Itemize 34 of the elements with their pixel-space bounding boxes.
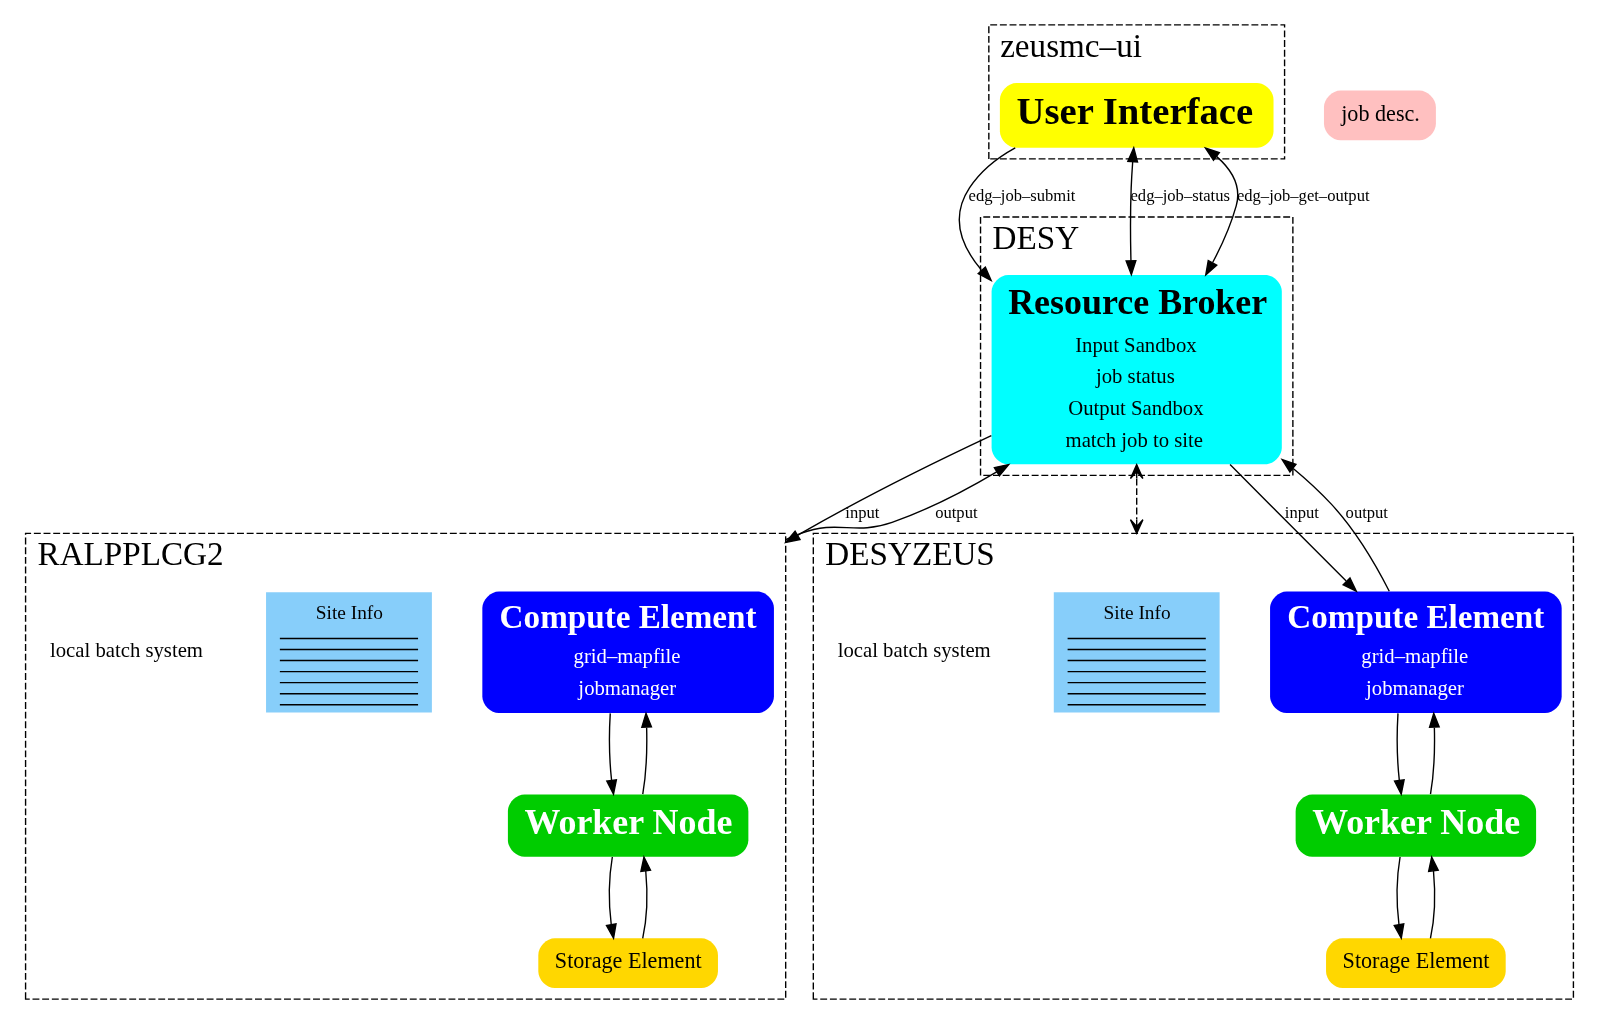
node-box: User Interface xyxy=(999,82,1273,148)
arrow xyxy=(958,147,1016,282)
edge-label: edg–job–submit xyxy=(968,186,1075,206)
arrow xyxy=(640,711,652,795)
node-box: job desc. xyxy=(1323,90,1436,141)
node-box: Resource Broker Input Sandbox job status Output Sandbox match job to site xyxy=(991,275,1282,465)
arrow xyxy=(784,463,1010,541)
arrow xyxy=(1129,463,1144,535)
node-box: Worker Node xyxy=(1295,794,1536,857)
arrow xyxy=(1280,458,1390,592)
edge-label: input xyxy=(844,502,879,522)
arrow xyxy=(1393,712,1405,797)
node-box: Compute Element grid–mapfile jobmanager xyxy=(481,591,774,714)
arrow xyxy=(604,856,617,941)
node-box: Site Info xyxy=(1053,592,1220,713)
edge-label: edg–job–status xyxy=(1130,186,1230,206)
node-box: Worker Node xyxy=(507,794,748,857)
node-box: Compute Element grid–mapfile jobmanager xyxy=(1269,591,1562,714)
edge-label: output xyxy=(1345,502,1388,522)
arrow xyxy=(1427,854,1439,939)
node-box: Storage Element xyxy=(537,938,718,989)
arrow xyxy=(1428,711,1440,795)
label: local batch system xyxy=(49,639,203,662)
node-box: Site Info xyxy=(265,592,432,713)
arrow xyxy=(605,712,617,797)
arrow xyxy=(1228,463,1358,593)
edge-label: output xyxy=(934,502,978,522)
label: local batch system xyxy=(837,639,991,662)
node-box: Storage Element xyxy=(1325,938,1506,989)
arrow xyxy=(1392,856,1405,941)
arrow xyxy=(1124,145,1138,277)
arrow xyxy=(1203,146,1238,277)
edge-label: input xyxy=(1284,502,1319,522)
arrow xyxy=(639,854,652,939)
